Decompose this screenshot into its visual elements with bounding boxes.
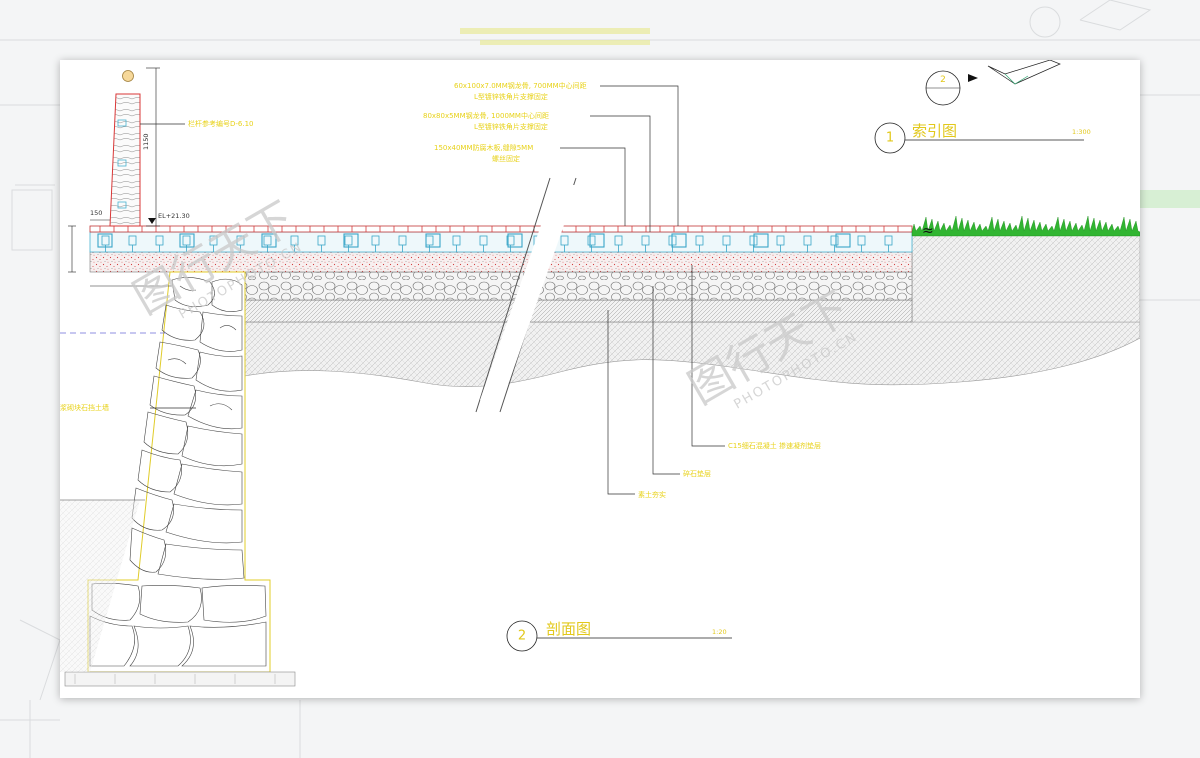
index-title-number: 1 [886,131,894,146]
dim-height: 1150 [142,133,150,150]
callout-deck-b: 螺丝固定 [492,154,520,163]
callout-joist-2a: 80x80x5MM钢龙骨, 1000MM中心间距 [423,111,549,120]
dim-offset: 150 [90,209,102,217]
callout-joist-2b: L型镀锌铁角片支撑固定 [474,122,548,131]
callout-joist-1b: L型镀锌铁角片支撑固定 [474,92,548,101]
leader-lines [140,85,725,495]
callout-gravel: 碎石垫层 [683,469,711,478]
dim-elevation: EL+21.30 [158,212,190,220]
callout-wall: 浆砌块石挡土墙 [60,403,109,412]
index-bubble-number: 2 [940,75,946,85]
section-title: 2 剖面图 1:20 [506,620,732,652]
ground-right [911,231,1140,323]
retaining-wall [87,271,271,673]
callout-concrete: C15细石混凝土 掺速凝剂垫层 [728,441,821,450]
callout-railing: 栏杆参考编号D-6.10 [188,119,254,128]
callout-soil: 素土夯实 [638,490,666,499]
drawing-sheet: ≈ 1150 150 EL+21.30 栏杆参考编号D-6.10 60x100x… [60,60,1140,698]
section-drawing: ≈ 1150 150 EL+21.30 栏杆参考编号D-6.10 60x100x… [60,60,1140,687]
index-title: 1 索引图 1:300 [874,122,1091,154]
grass [911,215,1140,237]
index-title-label: 索引图 [912,122,957,140]
callout-joist-1a: 60x100x7.0MM钢龙骨, 700MM中心间距 [454,81,587,90]
section-title-number: 2 [518,629,526,644]
index-title-scale: 1:300 [1072,128,1091,136]
break-symbol: ≈ [922,223,934,239]
railing [109,70,141,227]
section-title-label: 剖面图 [546,620,591,638]
callout-deck-a: 150x40MM防腐木板,缝隙5MM [434,143,533,152]
dimension-lines [68,67,172,287]
soil-mass [244,321,1140,388]
index-bubble: 2 [925,60,1061,106]
section-title-scale: 1:20 [712,628,727,636]
footing-base [64,671,296,687]
outer-backfill [60,500,140,672]
break-lines [475,177,578,413]
